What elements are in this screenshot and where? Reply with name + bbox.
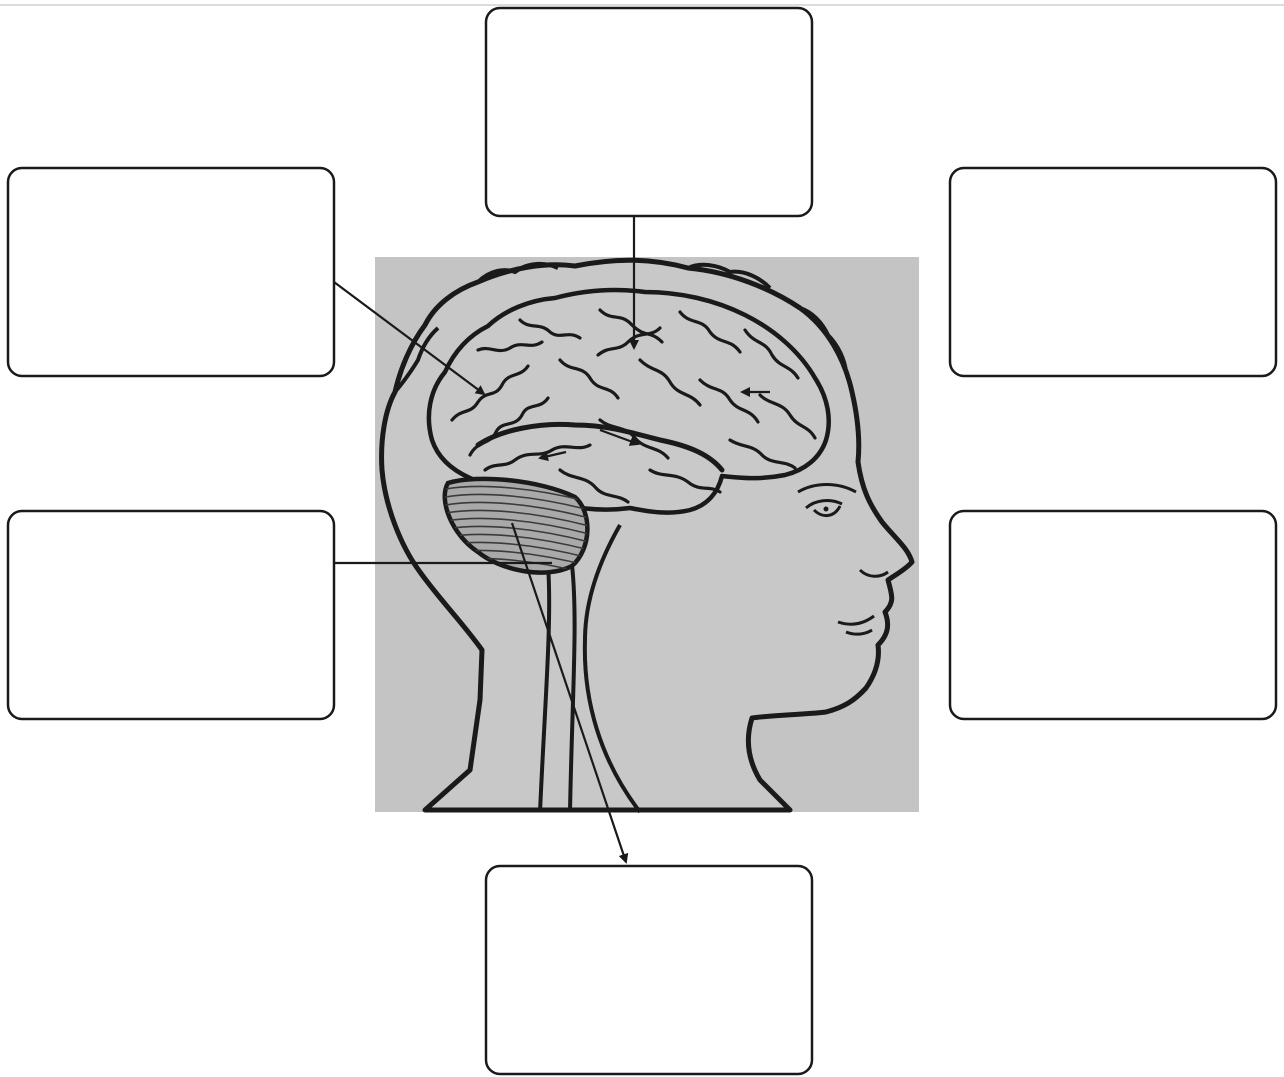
label-box-top[interactable]	[486, 8, 812, 216]
label-box-bottom[interactable]	[486, 866, 812, 1074]
label-box-upper-left[interactable]	[8, 168, 334, 376]
eye-pupil	[824, 507, 829, 512]
label-box-lower-left[interactable]	[8, 511, 334, 719]
label-box-lower-right[interactable]	[950, 511, 1276, 719]
label-box-upper-right[interactable]	[950, 168, 1276, 376]
